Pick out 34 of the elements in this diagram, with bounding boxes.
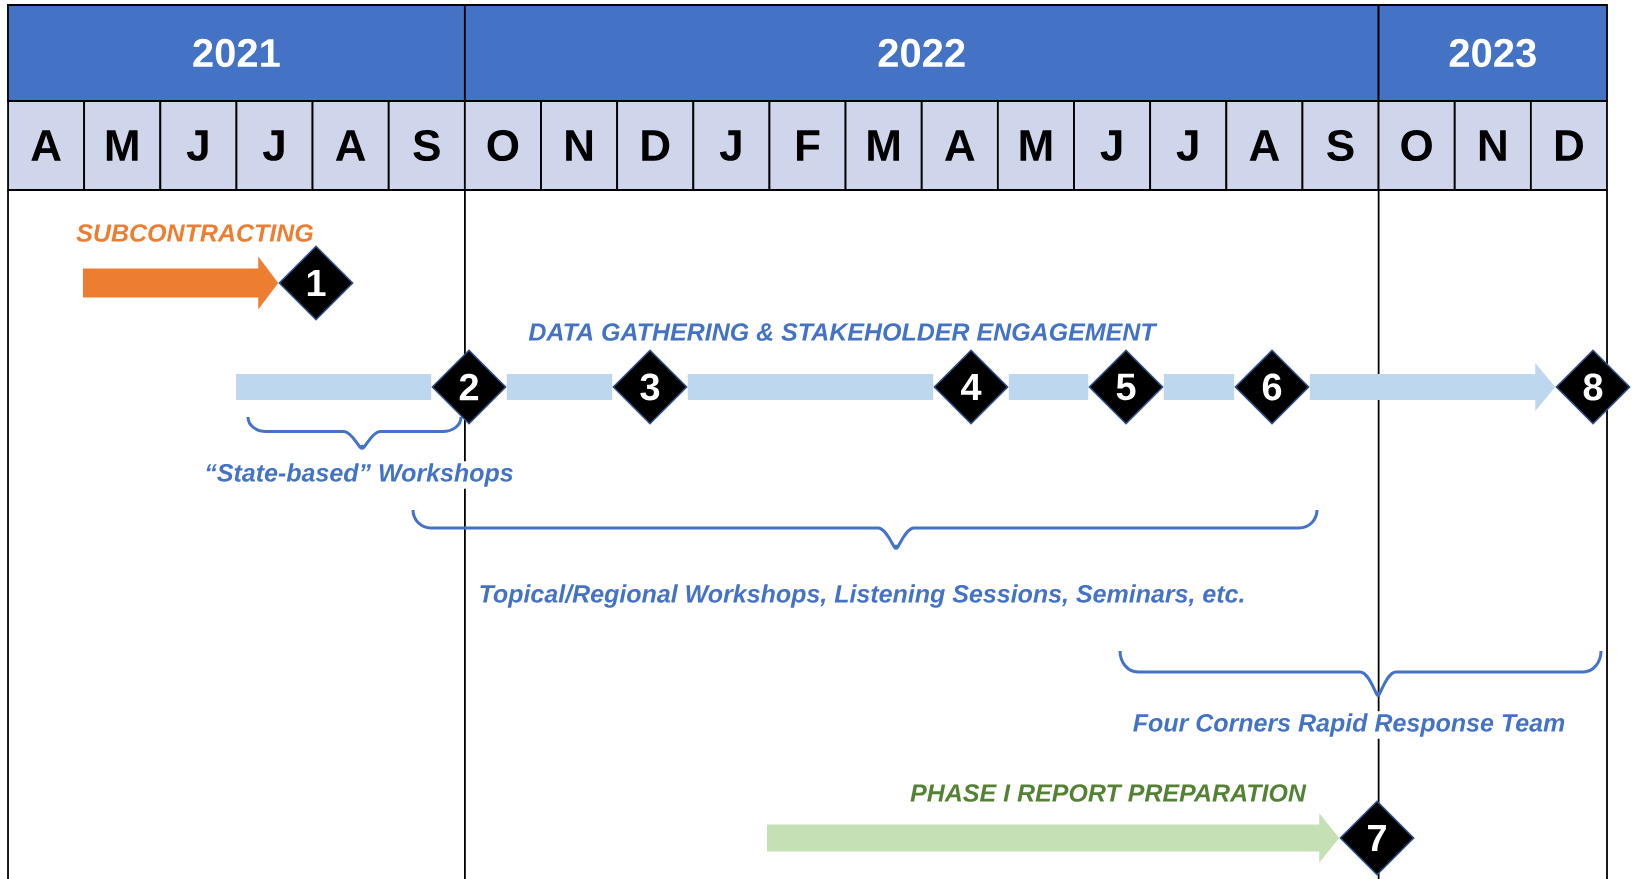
month-cell: N [540, 100, 619, 191]
month-cell: J [1073, 100, 1152, 191]
month-cell: J [235, 100, 314, 191]
task-bar [687, 374, 934, 400]
month-cell: O [463, 100, 542, 191]
month-cell: A [920, 100, 999, 191]
phase-label: DATA GATHERING & STAKEHOLDER ENGAGEMENT [526, 321, 1158, 343]
task-bar [236, 374, 432, 400]
month-cell: S [387, 100, 466, 191]
year-header: 2021 [7, 4, 466, 102]
month-cell: S [1301, 100, 1380, 191]
phase-label: SUBCONTRACTING [74, 222, 316, 244]
month-cell: M [844, 100, 923, 191]
task-bar [1163, 374, 1235, 400]
month-cell: A [7, 100, 86, 191]
year-header: 2023 [1377, 4, 1608, 102]
month-cell: J [1149, 100, 1228, 191]
task-bar [506, 374, 613, 400]
month-cell: O [1377, 100, 1456, 191]
month-cell: F [768, 100, 847, 191]
phase-label: Topical/Regional Workshops, Listening Sessions, Seminars, etc. [476, 582, 1248, 610]
month-cell: J [692, 100, 771, 191]
phase-label: “State-based” Workshops [202, 461, 516, 489]
month-cell: N [1453, 100, 1532, 191]
phase-label: Four Corners Rapid Response Team [1130, 711, 1568, 739]
phase-label: PHASE I REPORT PREPARATION [908, 782, 1308, 804]
month-cell: M [996, 100, 1075, 191]
month-cell: D [616, 100, 695, 191]
month-cell: M [83, 100, 162, 191]
month-cell: J [159, 100, 238, 191]
task-bar [1008, 374, 1089, 400]
month-cell: A [1225, 100, 1304, 191]
month-cell: D [1529, 100, 1608, 191]
month-cell: A [311, 100, 390, 191]
